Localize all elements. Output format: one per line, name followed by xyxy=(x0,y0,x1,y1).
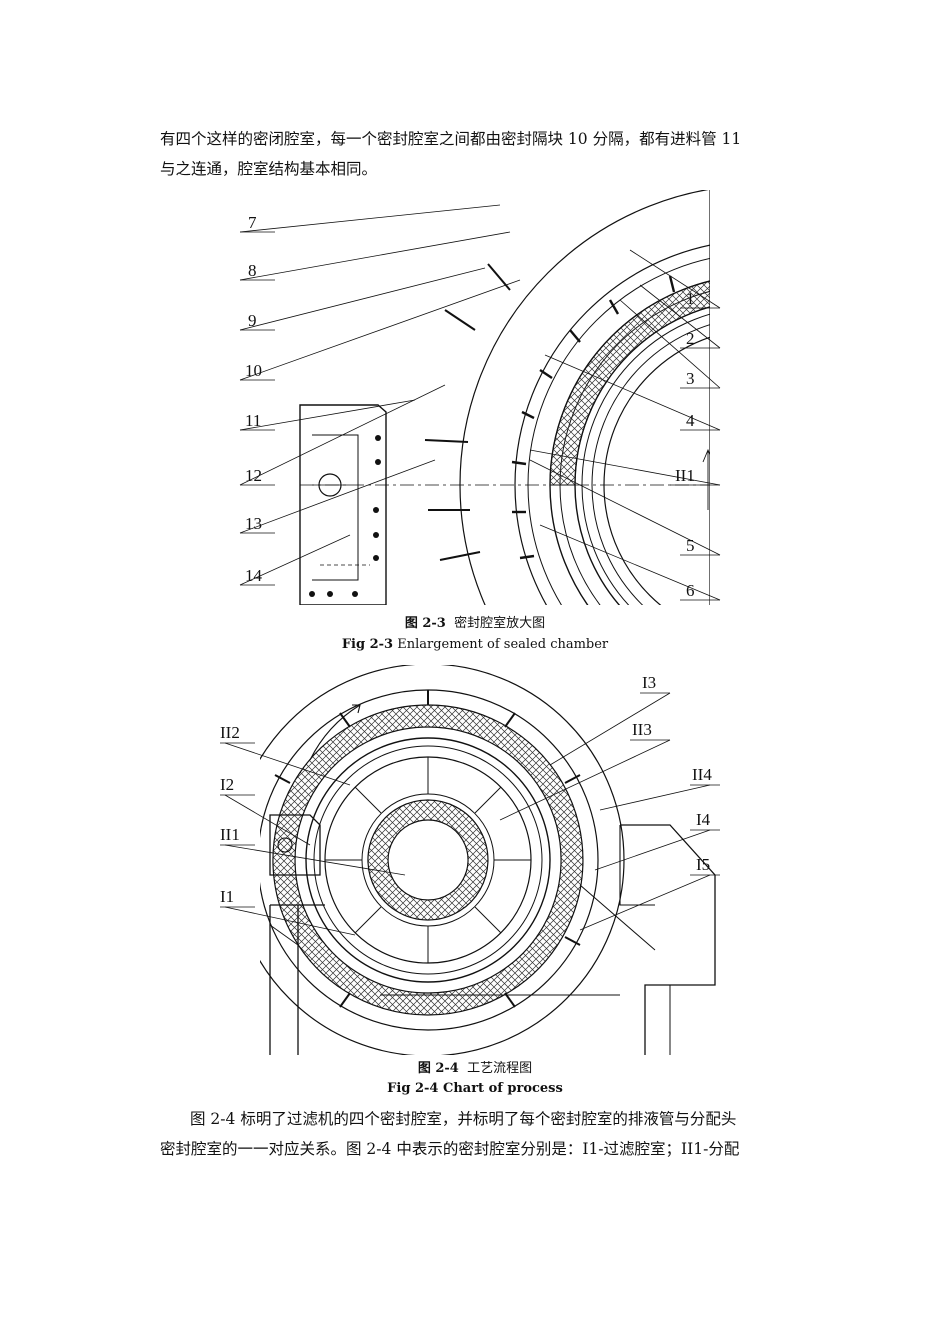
body-paragraph: 图 2-4 标明了过滤机的四个密封腔室，并标明了每个密封腔室的排液管与分配头 密… xyxy=(160,1104,800,1164)
fig23-label-7: 7 xyxy=(248,213,257,232)
fig23-label-4: 4 xyxy=(686,411,695,430)
fig24-label-I3: I3 xyxy=(642,673,656,692)
fig23-label-8: 8 xyxy=(248,261,257,280)
fig23-label-12: 12 xyxy=(245,466,262,485)
fig24-label-II1: II1 xyxy=(220,825,240,844)
intro-line-1: 有四个这样的密闭腔室，每一个密封腔室之间都由密封隔块 10 分隔，都有进料管 1… xyxy=(160,130,742,148)
intro-paragraph: 有四个这样的密闭腔室，每一个密封腔室之间都由密封隔块 10 分隔，都有进料管 1… xyxy=(160,124,800,184)
fig23-caption-cn-num: 图 2-3 xyxy=(404,616,446,631)
fig23-caption-cn-text: 密封腔室放大图 xyxy=(454,616,546,631)
fig24-caption-cn-text: 工艺流程图 xyxy=(467,1061,533,1076)
fig23-label-II1: II1 xyxy=(675,466,695,485)
fig23-label-14: 14 xyxy=(245,566,263,585)
fig23-label-10: 10 xyxy=(245,361,262,380)
fig23-caption-en-text: Enlargement of sealed chamber xyxy=(397,637,609,652)
fig23-label-6: 6 xyxy=(686,581,695,600)
fig24-label-I1: I1 xyxy=(220,887,234,906)
fig24-label-I2: I2 xyxy=(220,775,234,794)
figure-2-3-drawing: 7 8 9 10 11 12 13 14 1 2 3 4 II1 5 6 xyxy=(239,190,721,605)
fig24-label-II2: II2 xyxy=(220,723,240,742)
body-line-1: 图 2-4 标明了过滤机的四个密封腔室，并标明了每个密封腔室的排液管与分配头 xyxy=(190,1110,737,1128)
fig23-label-5: 5 xyxy=(686,536,695,555)
fig24-label-II4: II4 xyxy=(692,765,712,784)
fig24-caption-cn-num: 图 2-4 xyxy=(417,1061,459,1076)
fig23-label-11: 11 xyxy=(245,411,261,430)
fig23-label-3: 3 xyxy=(686,369,695,388)
body-line-2: 密封腔室的一一对应关系。图 2-4 中表示的密封腔室分别是：I1-过滤腔室；II… xyxy=(160,1140,740,1158)
fig23-label-9: 9 xyxy=(248,311,257,330)
fig24-caption-en-num: Fig 2-4 xyxy=(387,1081,439,1096)
fig24-label-I4: I4 xyxy=(696,810,711,829)
fig24-label-II3: II3 xyxy=(632,720,652,739)
fig23-label-13: 13 xyxy=(245,514,262,533)
fig24-label-I5: I5 xyxy=(696,855,710,874)
fig23-label-2: 2 xyxy=(686,329,695,348)
intro-line-2: 与之连通，腔室结构基本相同。 xyxy=(160,160,378,178)
fig23-label-1: 1 xyxy=(686,289,695,308)
fig24-caption-en: Fig 2-4 Chart of process xyxy=(0,1081,950,1096)
fig24-caption-en-text: Chart of process xyxy=(442,1081,563,1096)
figure-2-4-drawing: II2 I2 II1 I1 I3 II3 II4 I4 I5 xyxy=(220,665,720,1055)
fig23-caption-cn: 图 2-3 密封腔室放大图 xyxy=(0,612,950,631)
fig24-caption-cn: 图 2-4 工艺流程图 xyxy=(0,1057,950,1076)
fig23-caption-en-num: Fig 2-3 xyxy=(341,637,394,652)
fig23-caption-en: Fig 2-3 Enlargement of sealed chamber xyxy=(0,637,950,652)
